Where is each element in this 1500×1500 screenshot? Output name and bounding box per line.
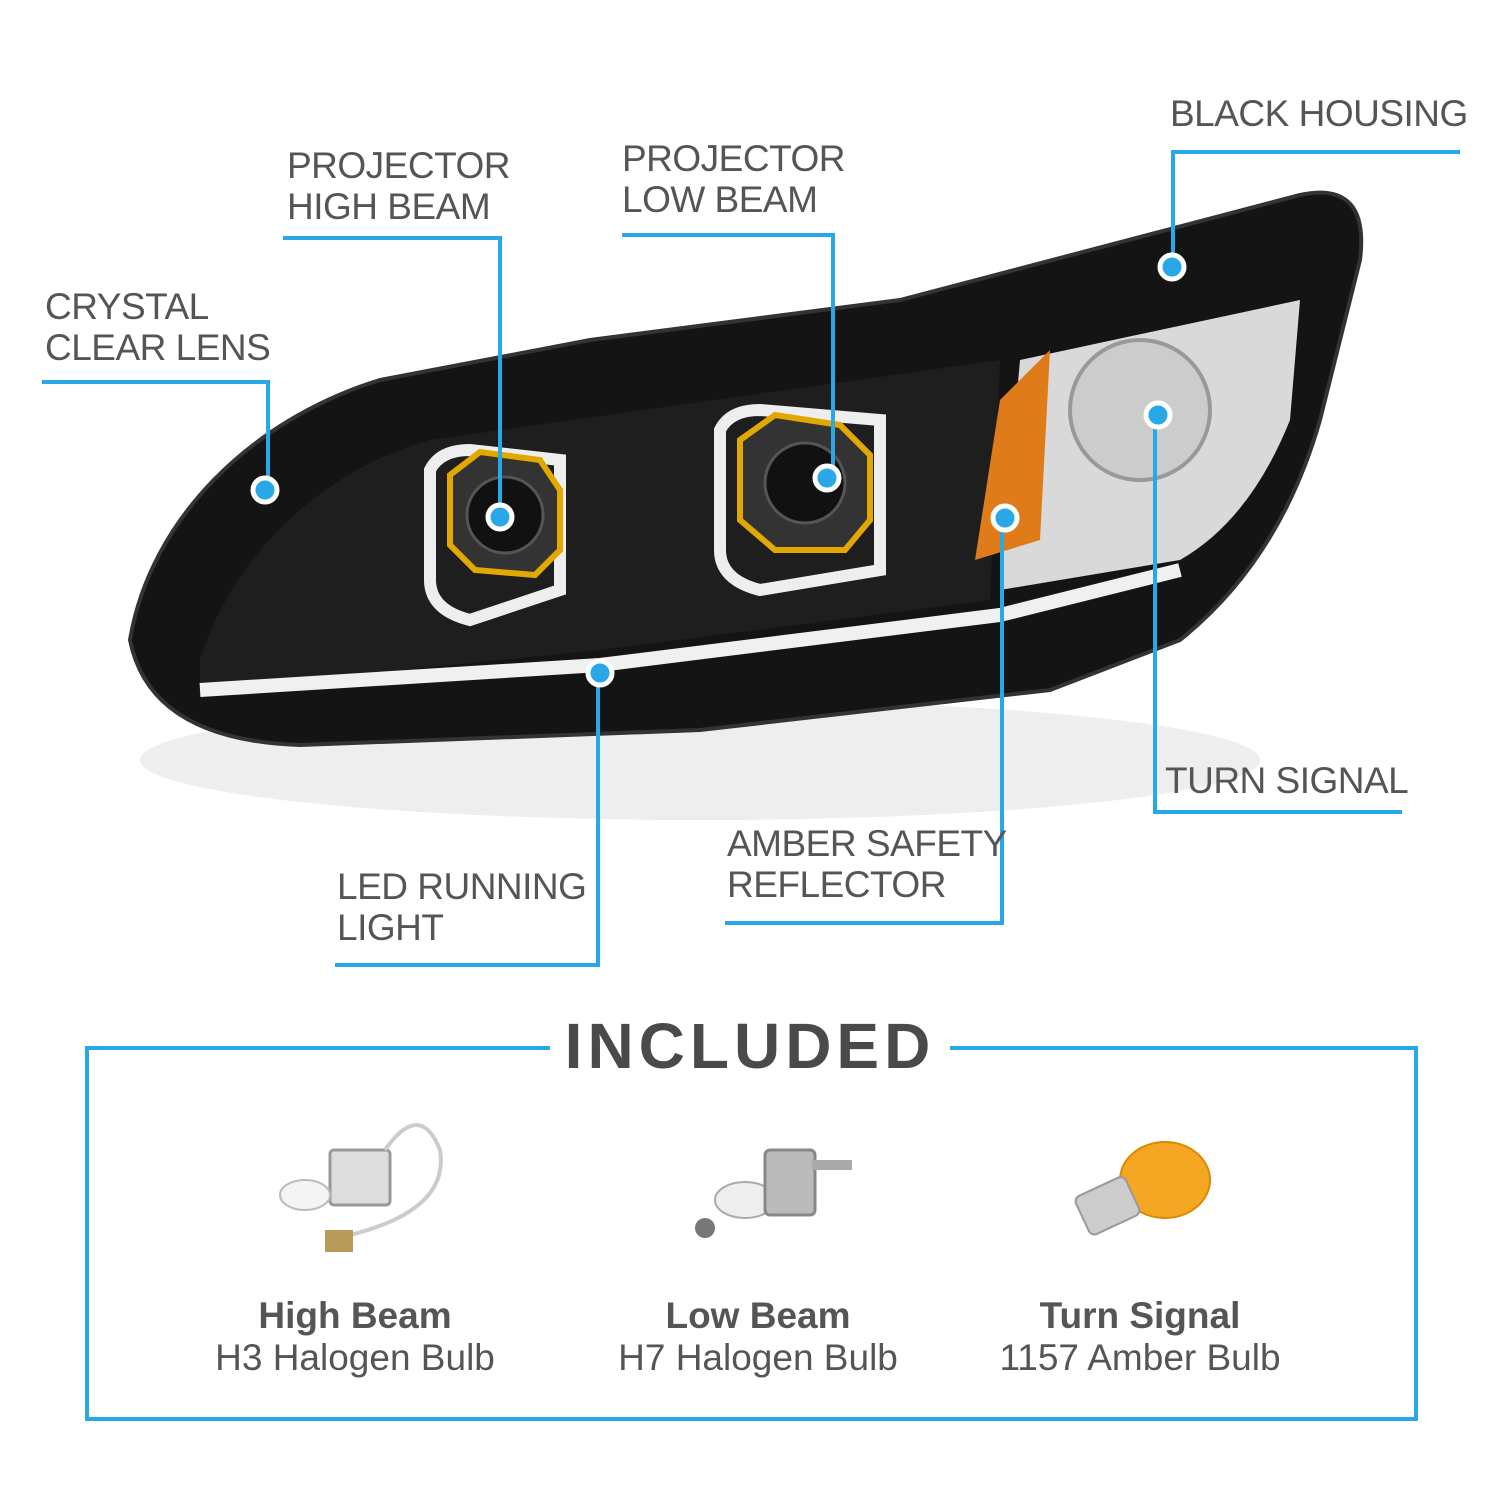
label-line: LIGHT [337, 907, 444, 948]
low-beam-dot [812, 463, 842, 493]
item-title: High Beam [258, 1295, 452, 1336]
label-turn-signal: TURN SIGNAL [1165, 760, 1409, 801]
label-line: TURN SIGNAL [1165, 760, 1409, 801]
drl-dot [585, 658, 615, 688]
h3-bulb-icon [279, 1123, 443, 1252]
label-line: LOW BEAM [622, 179, 818, 220]
included-item-turn-signal: Turn Signal 1157 Amber Bulb [940, 1295, 1340, 1379]
reflector-leader [725, 518, 1004, 925]
item-title: Turn Signal [1039, 1295, 1241, 1336]
label-line: LED RUNNING [337, 866, 587, 907]
label-line: CRYSTAL [45, 286, 209, 327]
label-line: PROJECTOR [287, 145, 511, 186]
label-line: PROJECTOR [622, 138, 846, 179]
low-beam-leader [622, 233, 835, 478]
housing-leader [1171, 150, 1460, 267]
crystal-lens-dot [250, 475, 280, 505]
reflector-dot [990, 503, 1020, 533]
crystal-lens-leader [42, 380, 270, 490]
label-line: REFLECTOR [727, 864, 946, 905]
item-title: Low Beam [665, 1295, 851, 1336]
housing-dot [1157, 252, 1187, 282]
drl-leader [335, 673, 600, 967]
high-beam-leader [283, 236, 502, 517]
item-subtitle: H3 Halogen Bulb [215, 1337, 495, 1378]
callout-lines [42, 150, 1460, 967]
h7-bulb-icon [695, 1148, 852, 1238]
label-line: HIGH BEAM [287, 186, 491, 227]
1157-bulb-icon [1074, 1141, 1211, 1236]
label-line: CLEAR LENS [45, 327, 271, 368]
item-subtitle: 1157 Amber Bulb [999, 1337, 1281, 1378]
label-line: AMBER SAFETY [727, 823, 1007, 864]
included-item-low-beam: Low Beam H7 Halogen Bulb [558, 1295, 958, 1379]
item-subtitle: H7 Halogen Bulb [618, 1337, 898, 1378]
included-title: INCLUDED [550, 1008, 950, 1084]
high-beam-dot [485, 502, 515, 532]
turn-signal-dot [1143, 400, 1173, 430]
included-item-high-beam: High Beam H3 Halogen Bulb [155, 1295, 555, 1379]
label-line: BLACK HOUSING [1170, 93, 1468, 134]
low-beam-projector [714, 403, 886, 597]
turn-signal-leader [1153, 415, 1402, 814]
label-black-housing: BLACK HOUSING [1170, 93, 1468, 134]
